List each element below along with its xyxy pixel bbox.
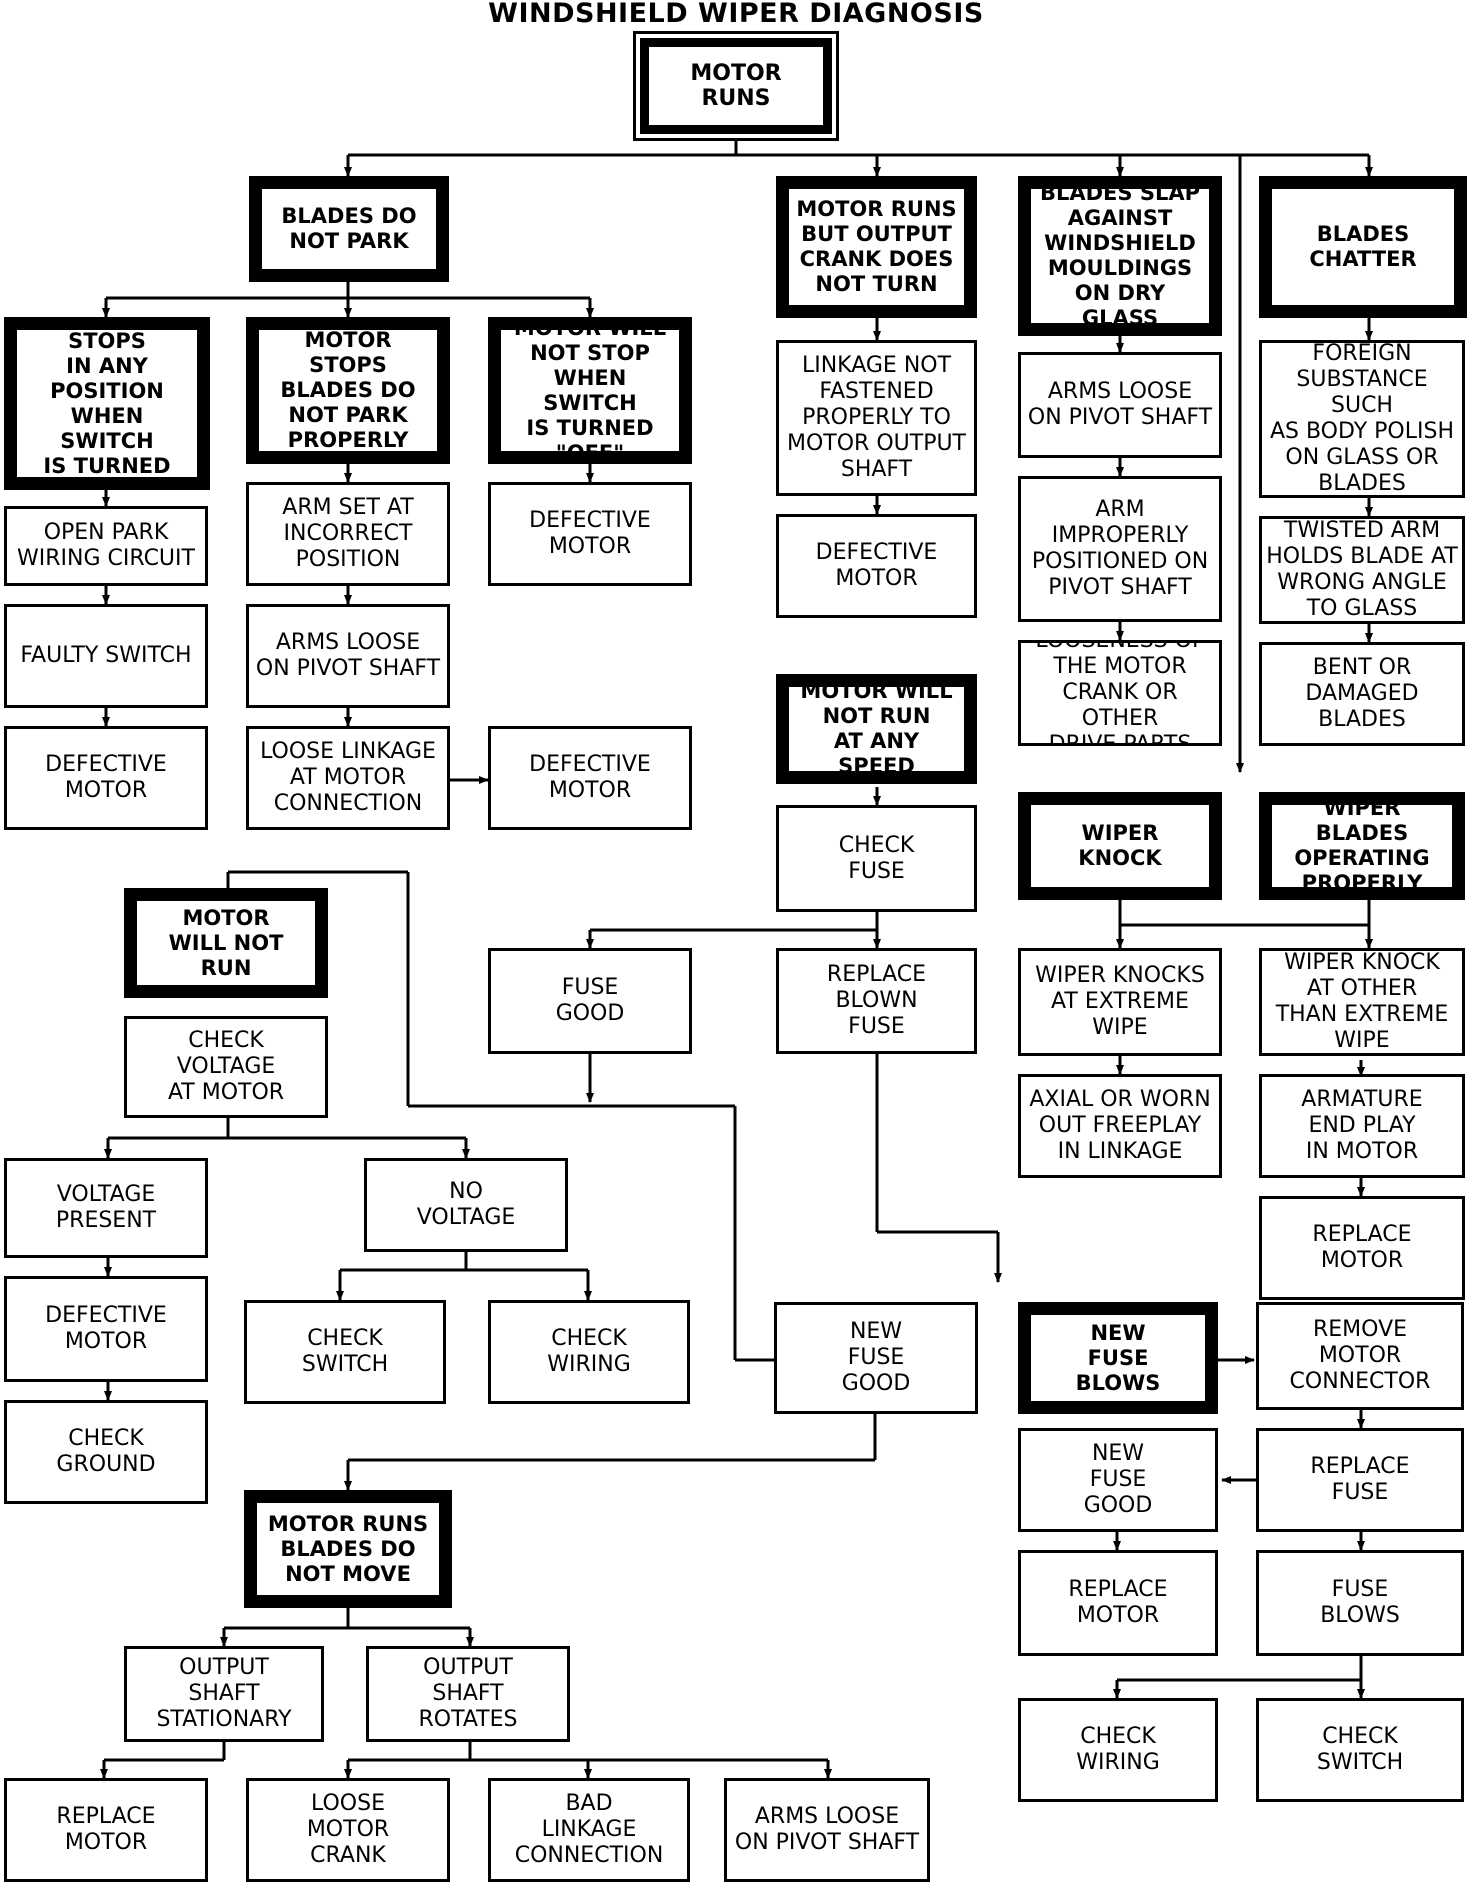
node-motor-runs-output-crank-not-turn: MOTOR RUNS BUT OUTPUT CRANK DOES NOT TUR… — [776, 176, 977, 318]
node-check-wiring-h: CHECK WIRING — [488, 1300, 690, 1404]
node-motor-will-not-stop: MOTOR WILL NOT STOP WHEN SWITCH IS TURNE… — [488, 317, 692, 464]
node-looseness-motor-crank: LOOSENESS OF THE MOTOR CRANK OR OTHER DR… — [1018, 640, 1222, 746]
node-blades-chatter: BLADES CHATTER — [1259, 176, 1467, 318]
node-blades-do-not-park: BLADES DO NOT PARK — [249, 176, 449, 282]
node-wiper-knocks-extreme-wipe: WIPER KNOCKS AT EXTREME WIPE — [1018, 948, 1222, 1056]
node-motor-stops-not-park-properly: MOTOR STOPS BLADES DO NOT PARK PROPERLY — [246, 317, 450, 464]
node-faulty-switch: FAULTY SWITCH — [4, 604, 208, 708]
node-defective-motor-h: DEFECTIVE MOTOR — [4, 1276, 208, 1382]
node-motor-runs-blades-do-not-move: MOTOR RUNS BLADES DO NOT MOVE — [244, 1490, 452, 1608]
node-voltage-present: VOLTAGE PRESENT — [4, 1158, 208, 1258]
node-replace-blown-fuse: REPLACE BLOWN FUSE — [776, 948, 977, 1054]
node-wiper-knock-other-than-extreme: WIPER KNOCK AT OTHER THAN EXTREME WIPE — [1259, 948, 1465, 1056]
node-no-voltage: NO VOLTAGE — [364, 1158, 568, 1252]
node-open-park-wiring-circuit: OPEN PARK WIRING CIRCUIT — [4, 506, 208, 586]
node-replace-motor-j: REPLACE MOTOR — [1018, 1550, 1218, 1656]
node-arms-loose-pivot-shaft-c: ARMS LOOSE ON PIVOT SHAFT — [1018, 352, 1222, 458]
node-arm-improperly-positioned: ARM IMPROPERLY POSITIONED ON PIVOT SHAFT — [1018, 476, 1222, 622]
diagram-title: WINDSHIELD WIPER DIAGNOSIS — [488, 0, 984, 29]
node-new-fuse-blows: NEW FUSE BLOWS — [1018, 1302, 1218, 1414]
node-axial-worn-freeplay: AXIAL OR WORN OUT FREEPLAY IN LINKAGE — [1018, 1074, 1222, 1178]
node-check-switch-j: CHECK SWITCH — [1256, 1698, 1464, 1802]
node-wiper-knock: WIPER KNOCK — [1018, 792, 1222, 900]
node-check-voltage-at-motor: CHECK VOLTAGE AT MOTOR — [124, 1016, 328, 1118]
node-arms-loose-pivot-shaft-a2: ARMS LOOSE ON PIVOT SHAFT — [246, 604, 450, 708]
node-defective-motor-b: DEFECTIVE MOTOR — [776, 514, 977, 618]
node-motor-will-not-run-any-speed: MOTOR WILL NOT RUN AT ANY SPEED — [776, 674, 977, 784]
node-check-ground: CHECK GROUND — [4, 1400, 208, 1504]
node-bad-linkage-connection: BAD LINKAGE CONNECTION — [488, 1778, 690, 1882]
node-replace-motor-k: REPLACE MOTOR — [4, 1778, 208, 1882]
node-arm-set-incorrect-position: ARM SET AT INCORRECT POSITION — [246, 482, 450, 586]
node-armature-end-play: ARMATURE END PLAY IN MOTOR — [1259, 1074, 1465, 1178]
node-new-fuse-good: NEW FUSE GOOD — [774, 1302, 978, 1414]
node-new-fuse-good-j: NEW FUSE GOOD — [1018, 1428, 1218, 1532]
node-loose-linkage-motor-connection: LOOSE LINKAGE AT MOTOR CONNECTION — [246, 726, 450, 830]
node-check-wiring-j: CHECK WIRING — [1018, 1698, 1218, 1802]
node-loose-motor-crank: LOOSE MOTOR CRANK — [246, 1778, 450, 1882]
node-wiper-blades-operating-properly: WIPER BLADES OPERATING PROPERLY — [1259, 792, 1465, 900]
node-motor-stops-any-position: MOTOR STOPS IN ANY POSITION WHEN SWITCH … — [4, 317, 210, 490]
node-defective-motor-a1: DEFECTIVE MOTOR — [4, 726, 208, 830]
node-fuse-good: FUSE GOOD — [488, 948, 692, 1054]
node-replace-fuse: REPLACE FUSE — [1256, 1428, 1464, 1532]
node-defective-motor-a2: DEFECTIVE MOTOR — [488, 726, 692, 830]
node-fuse-blows: FUSE BLOWS — [1256, 1550, 1464, 1656]
node-remove-motor-connector: REMOVE MOTOR CONNECTOR — [1256, 1302, 1464, 1410]
node-bent-damaged-blades: BENT OR DAMAGED BLADES — [1259, 642, 1465, 746]
node-output-shaft-stationary: OUTPUT SHAFT STATIONARY — [124, 1646, 324, 1742]
node-blades-slap: BLADES SLAP AGAINST WINDSHIELD MOULDINGS… — [1018, 176, 1222, 336]
node-defective-motor-a3: DEFECTIVE MOTOR — [488, 482, 692, 586]
node-check-switch-h: CHECK SWITCH — [244, 1300, 446, 1404]
node-foreign-substance: FOREIGN SUBSTANCE SUCH AS BODY POLISH ON… — [1259, 340, 1465, 498]
node-twisted-arm: TWISTED ARM HOLDS BLADE AT WRONG ANGLE T… — [1259, 516, 1465, 624]
node-motor-will-not-run: MOTOR WILL NOT RUN — [124, 888, 328, 998]
node-linkage-not-fastened: LINKAGE NOT FASTENED PROPERLY TO MOTOR O… — [776, 340, 977, 496]
node-check-fuse: CHECK FUSE — [776, 805, 977, 912]
node-output-shaft-rotates: OUTPUT SHAFT ROTATES — [366, 1646, 570, 1742]
node-replace-motor-g: REPLACE MOTOR — [1259, 1196, 1465, 1300]
node-arms-loose-pivot-shaft-k: ARMS LOOSE ON PIVOT SHAFT — [724, 1778, 930, 1882]
node-motor-runs: MOTOR RUNS — [640, 38, 832, 134]
